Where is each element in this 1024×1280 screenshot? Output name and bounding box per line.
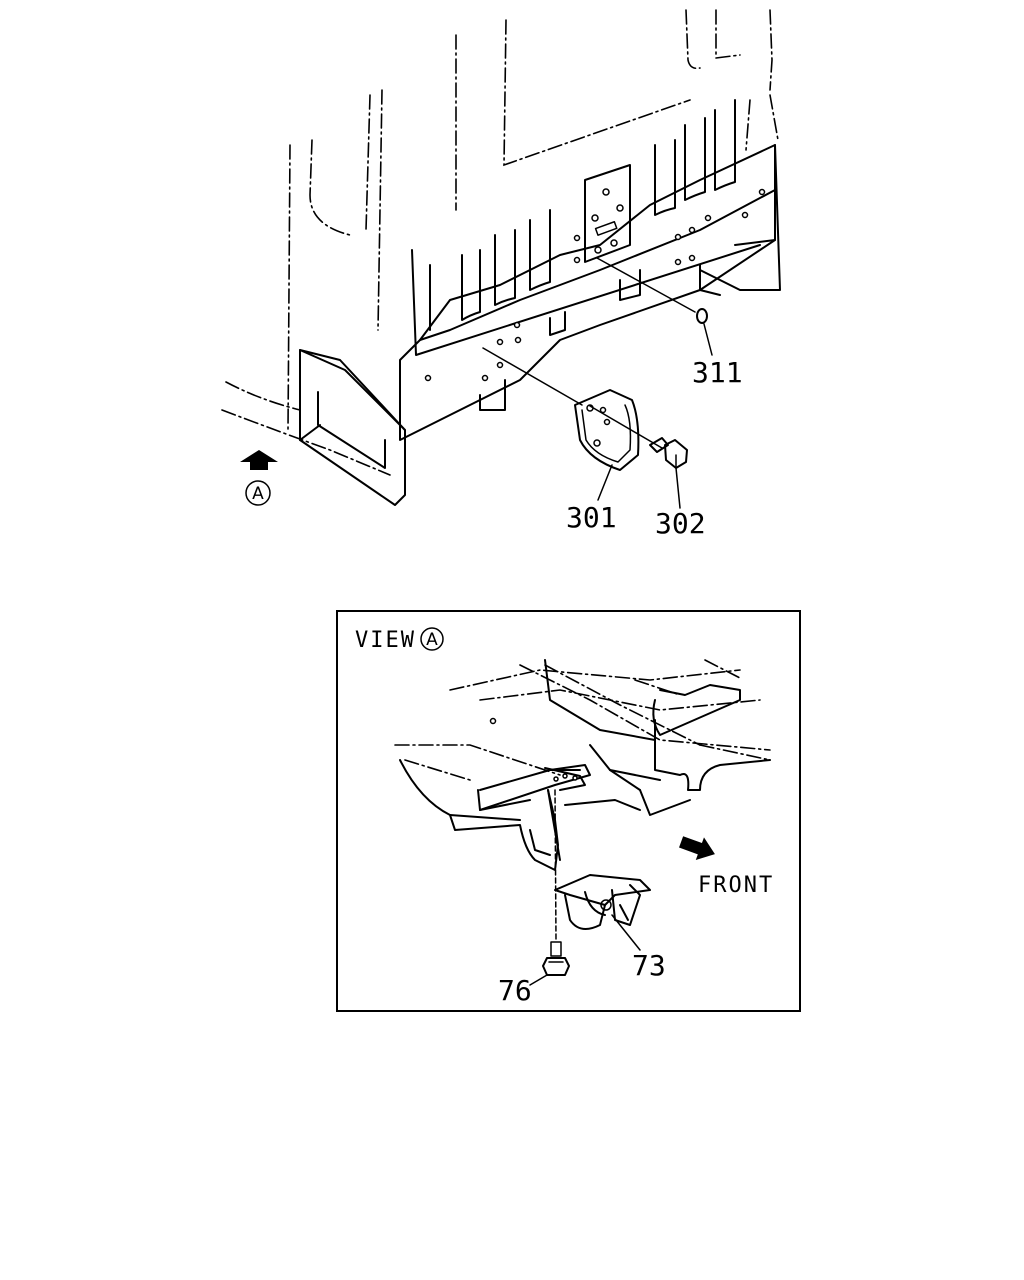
view-direction-arrow-icon <box>240 450 278 470</box>
detail-frame <box>336 610 801 1012</box>
washer-311 <box>596 257 708 324</box>
view-marker-a: A <box>252 484 264 504</box>
crossmember-beam <box>477 764 641 811</box>
hook-bracket-73 <box>554 874 651 951</box>
bolt-302 <box>649 437 688 469</box>
callout-73: 73 <box>632 949 666 982</box>
callout-76: 76 <box>498 974 532 1007</box>
front-label: FRONT <box>698 873 774 898</box>
detail-title-marker: A <box>426 630 438 650</box>
bracket-301 <box>482 347 663 471</box>
chassis-crossmember <box>399 144 781 441</box>
callout-302: 302 <box>655 507 706 540</box>
step-box <box>299 349 406 506</box>
detail-view: VIEW A <box>336 610 801 1012</box>
leader-302 <box>675 467 681 509</box>
detail-title: VIEW <box>355 628 416 653</box>
view-marker-circle <box>245 480 271 506</box>
leader-311 <box>703 323 713 356</box>
callout-301: 301 <box>566 501 617 534</box>
bolt-76 <box>529 941 570 986</box>
cab-rear-panel <box>411 99 761 356</box>
callout-311: 311 <box>692 356 743 389</box>
frame-rail <box>544 659 771 816</box>
floor-structure <box>394 659 771 781</box>
side-member <box>399 759 561 871</box>
detail-title-marker-circle <box>420 627 444 651</box>
leader-301 <box>597 464 613 501</box>
cab-rear-outline <box>221 9 779 476</box>
upper-view: 311 301 302 A <box>221 9 781 540</box>
assembly-guide-line <box>554 789 557 941</box>
front-direction-arrow-icon <box>679 836 715 860</box>
